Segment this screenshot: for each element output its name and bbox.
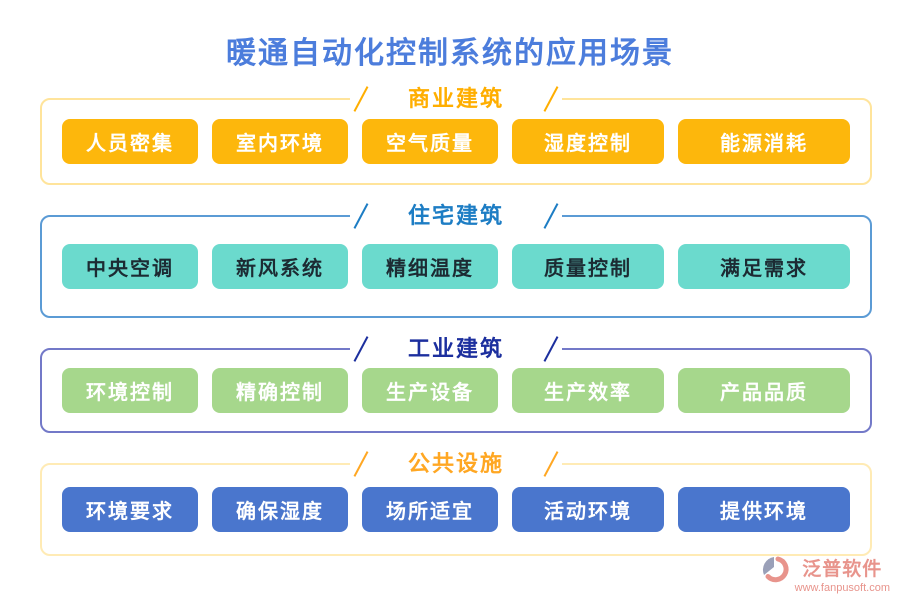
item-button-commercial-buildings-2[interactable]: 空气质量 — [362, 119, 498, 164]
watermark-url: www.fanpusoft.com — [794, 582, 890, 594]
item-button-industrial-buildings-1[interactable]: 精确控制 — [212, 368, 348, 413]
watermark: 泛普软件 www.fanpusoft.com — [761, 554, 890, 594]
section-residential-buildings: 住宅建筑 中央空调新风系统精细温度质量控制满足需求 — [40, 201, 872, 318]
section-header: 商业建筑 — [349, 84, 563, 114]
item-button-public-facilities-4[interactable]: 提供环境 — [678, 487, 850, 532]
item-button-commercial-buildings-3[interactable]: 湿度控制 — [512, 119, 664, 164]
item-button-residential-buildings-3[interactable]: 质量控制 — [512, 244, 664, 289]
watermark-brand: 泛普软件 — [802, 559, 883, 580]
item-button-industrial-buildings-3[interactable]: 生产效率 — [512, 368, 664, 413]
fanpu-logo-icon — [761, 554, 791, 591]
button-row: 中央空调新风系统精细温度质量控制满足需求 — [42, 217, 870, 316]
item-button-public-facilities-2[interactable]: 场所适宜 — [362, 487, 498, 532]
section-header: 住宅建筑 — [349, 201, 563, 231]
button-row: 环境要求确保湿度场所适宜活动环境提供环境 — [42, 465, 870, 554]
section-public-facilities: 公共设施 环境要求确保湿度场所适宜活动环境提供环境 — [40, 449, 872, 556]
item-button-commercial-buildings-0[interactable]: 人员密集 — [62, 119, 198, 164]
item-button-industrial-buildings-0[interactable]: 环境控制 — [62, 368, 198, 413]
section-industrial-buildings: 工业建筑 环境控制精确控制生产设备生产效率产品品质 — [40, 334, 872, 433]
section-title: 住宅建筑 — [407, 203, 505, 228]
item-button-residential-buildings-4[interactable]: 满足需求 — [678, 244, 850, 289]
item-button-industrial-buildings-4[interactable]: 产品品质 — [678, 368, 850, 413]
section-header: 工业建筑 — [349, 334, 563, 364]
item-button-commercial-buildings-4[interactable]: 能源消耗 — [678, 119, 850, 164]
button-row: 人员密集室内环境空气质量湿度控制能源消耗 — [42, 100, 870, 183]
section-header: 公共设施 — [349, 449, 563, 479]
section-title: 公共设施 — [407, 451, 505, 476]
section-commercial-buildings: 商业建筑 人员密集室内环境空气质量湿度控制能源消耗 — [40, 84, 872, 185]
page-title: 暖通自动化控制系统的应用场景 — [226, 37, 674, 70]
item-button-public-facilities-0[interactable]: 环境要求 — [62, 487, 198, 532]
item-button-residential-buildings-1[interactable]: 新风系统 — [212, 244, 348, 289]
item-button-public-facilities-3[interactable]: 活动环境 — [512, 487, 664, 532]
item-button-residential-buildings-2[interactable]: 精细温度 — [362, 244, 498, 289]
section-title: 商业建筑 — [407, 86, 505, 111]
item-button-public-facilities-1[interactable]: 确保湿度 — [212, 487, 348, 532]
item-button-commercial-buildings-1[interactable]: 室内环境 — [212, 119, 348, 164]
sections: 商业建筑 人员密集室内环境空气质量湿度控制能源消耗 住宅建筑 中央空调新风系统精… — [40, 84, 872, 586]
item-button-residential-buildings-0[interactable]: 中央空调 — [62, 244, 198, 289]
item-button-industrial-buildings-2[interactable]: 生产设备 — [362, 368, 498, 413]
button-row: 环境控制精确控制生产设备生产效率产品品质 — [42, 350, 870, 431]
section-title: 工业建筑 — [407, 336, 505, 361]
